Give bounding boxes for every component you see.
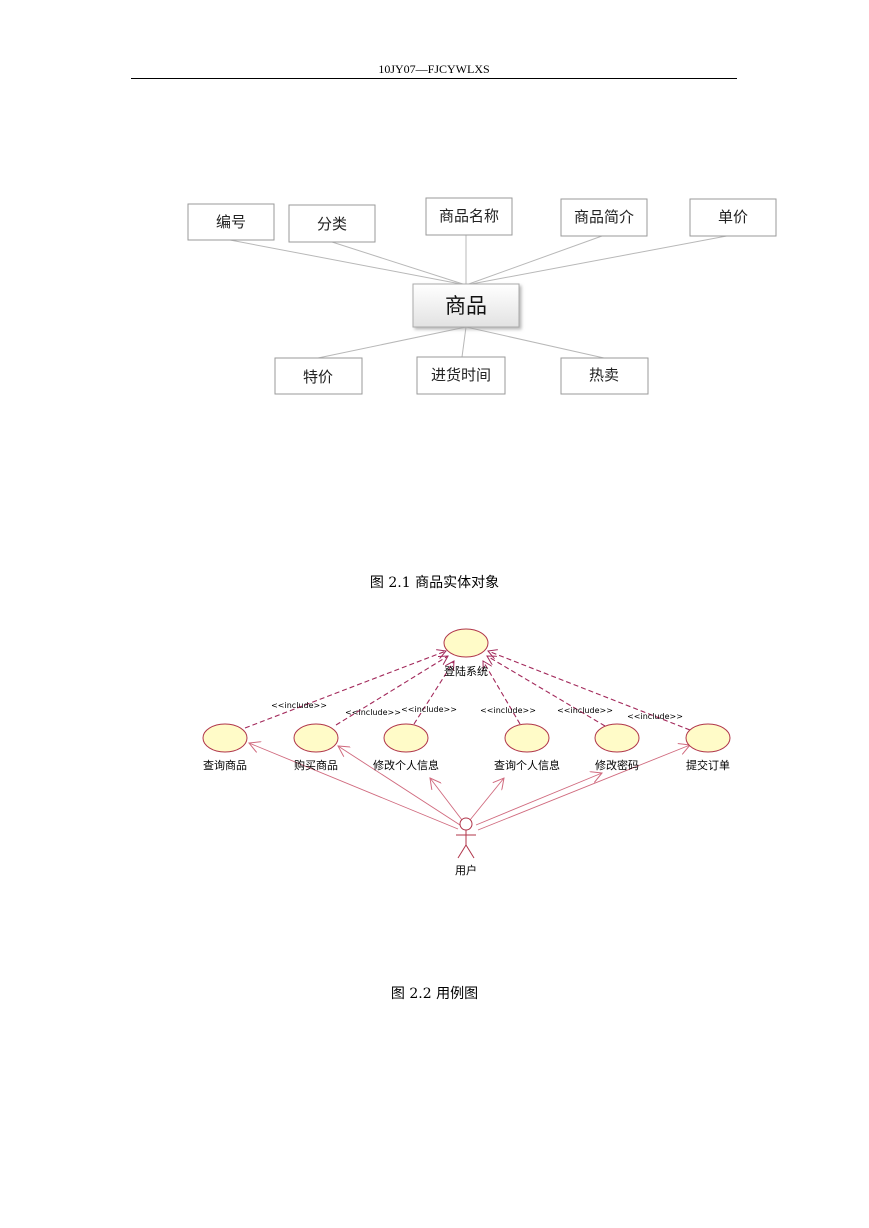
attribute-label: 进货时间: [431, 366, 491, 384]
usecase-label: 购买商品: [294, 758, 338, 772]
usecase-change-password: 修改密码: [594, 723, 640, 772]
actor-label: 用户: [455, 863, 477, 877]
attribute-label: 单价: [718, 208, 748, 226]
attribute-box-name: 商品名称: [425, 197, 513, 236]
include-label: <<include>>: [271, 701, 327, 710]
attribute-label: 编号: [216, 213, 246, 231]
usecase-login: 登陆系统: [443, 628, 489, 678]
include-label: <<include>>: [345, 708, 401, 717]
usecase-edit-profile: 修改个人信息: [373, 723, 439, 772]
actor-associations: [249, 743, 690, 831]
attribute-box-special-price: 特价: [274, 357, 363, 395]
attribute-label: 特价: [303, 368, 333, 386]
entity-label: 商品: [445, 294, 487, 318]
attribute-box-hot-sale: 热卖: [560, 357, 649, 395]
actor-icon: [456, 817, 476, 859]
attribute-label: 商品名称: [439, 207, 499, 225]
usecase-submit-order: 提交订单: [685, 723, 731, 772]
usecase-buy-product: 购买商品: [293, 723, 339, 772]
entity-box: 商品: [412, 283, 520, 328]
include-label: <<include>>: [557, 706, 613, 715]
attribute-box-id: 编号: [187, 203, 275, 241]
attribute-label: 热卖: [589, 366, 619, 384]
include-labels: <<include>> <<include>> <<include>> <<in…: [271, 701, 683, 721]
figure-caption-2: 图 2.2 用例图: [390, 986, 479, 1002]
include-relations: [244, 651, 691, 731]
usecase-query-profile: 查询个人信息: [494, 723, 560, 772]
include-label: <<include>>: [627, 712, 683, 721]
include-label: <<include>>: [401, 705, 457, 714]
usecase-label: 修改密码: [595, 758, 639, 772]
usecase-label: 修改个人信息: [373, 758, 439, 772]
attribute-box-stock-time: 进货时间: [416, 356, 506, 395]
usecase-label: 提交订单: [686, 758, 730, 772]
actor-user: 用户: [455, 817, 477, 877]
usecase-query-product: 查询商品: [202, 723, 248, 772]
attribute-box-category: 分类: [288, 204, 376, 243]
page-header: 10JY07—FJCYWLXS: [378, 62, 490, 76]
header-rule: [131, 78, 737, 79]
usecase-label: 登陆系统: [444, 664, 488, 678]
attribute-label: 分类: [317, 215, 347, 233]
attribute-label: 商品简介: [574, 208, 634, 226]
entity-connectors: [229, 234, 733, 359]
figure-caption-1: 图 2.1 商品实体对象: [369, 575, 500, 591]
attribute-box-price: 单价: [689, 198, 777, 237]
usecase-label: 查询个人信息: [494, 758, 560, 772]
attribute-box-description: 商品简介: [560, 198, 648, 237]
usecase-label: 查询商品: [203, 758, 247, 772]
include-label: <<include>>: [480, 706, 536, 715]
